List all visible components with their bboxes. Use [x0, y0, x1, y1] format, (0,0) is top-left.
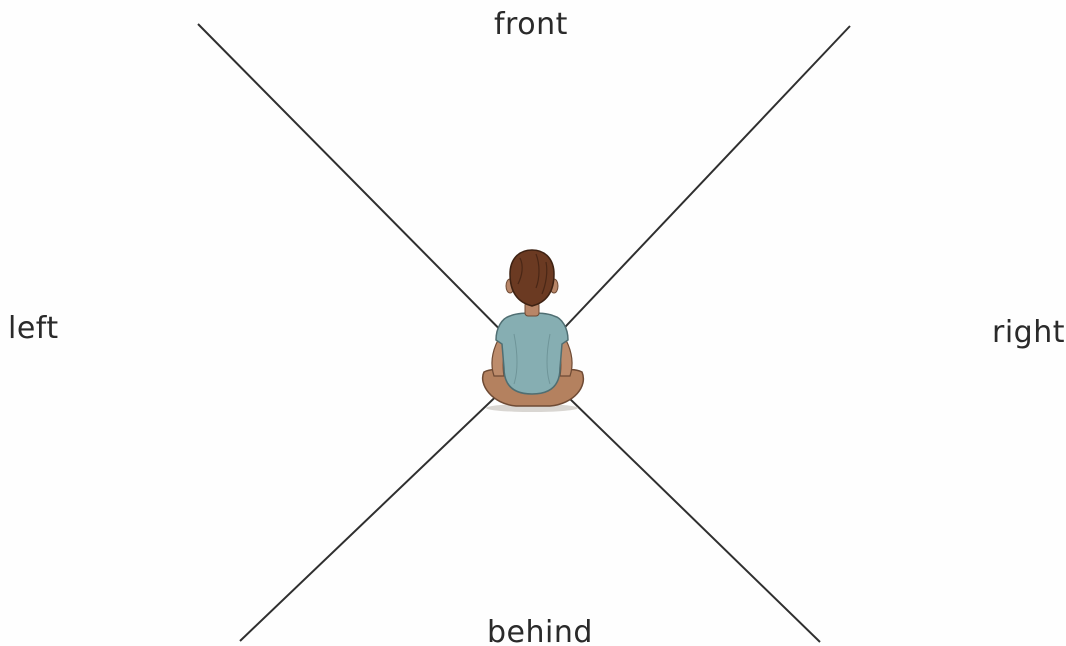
child-shirt	[496, 313, 568, 394]
child-figure	[474, 244, 592, 416]
label-left: left	[8, 314, 59, 344]
child-hair	[510, 250, 554, 306]
label-behind: behind	[487, 618, 593, 646]
label-right: right	[992, 318, 1065, 348]
label-front: front	[494, 10, 568, 40]
